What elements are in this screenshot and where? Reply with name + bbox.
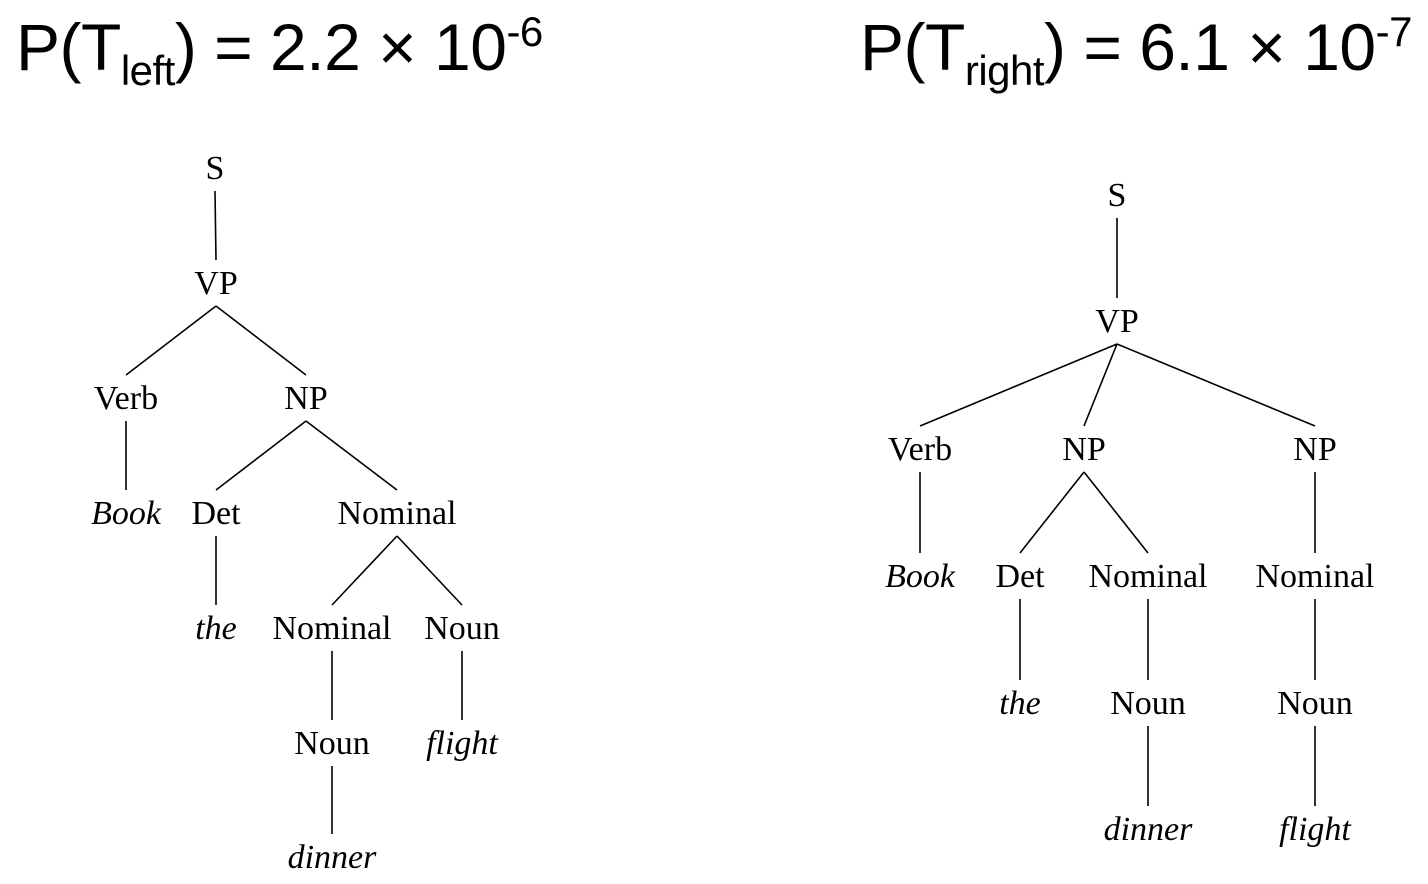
node-s: S xyxy=(206,150,225,187)
node-vp: VP xyxy=(194,265,237,302)
heading-right-exponent: -7 xyxy=(1375,8,1413,55)
node-verb: Verb xyxy=(94,380,158,417)
heading-left-subscript: left xyxy=(120,47,176,94)
node-book: Book xyxy=(885,558,956,595)
heading-right-subscript: right xyxy=(964,47,1045,94)
node-vp: VP xyxy=(1095,303,1138,340)
node-nominal: Nominal xyxy=(338,495,457,532)
edge-np-nominal xyxy=(305,420,398,491)
edge-np-det xyxy=(215,420,307,491)
edge-vp-np xyxy=(215,305,307,376)
node-noun2: Noun xyxy=(1277,685,1353,722)
edge-nominal-nominal2 xyxy=(331,535,398,606)
node-flight: flight xyxy=(426,725,499,762)
heading-right-value: ) = 6.1 × 10 xyxy=(1044,10,1376,84)
edge-nominal-noun xyxy=(396,535,463,606)
node-noun2: Noun xyxy=(294,725,370,762)
node-np: NP xyxy=(284,380,327,417)
node-noun: Noun xyxy=(424,610,500,647)
probability-heading-right: P(Tright) = 6.1 × 10-7 xyxy=(860,11,1412,92)
edge-vp-np2 xyxy=(1116,343,1316,427)
node-book: Book xyxy=(91,495,162,532)
node-det: Det xyxy=(995,558,1045,595)
heading-left-value: ) = 2.2 × 10 xyxy=(174,10,507,84)
node-dinner: dinner xyxy=(1104,811,1194,848)
node-the: the xyxy=(195,610,237,647)
node-flight: flight xyxy=(1279,811,1352,848)
heading-left-exponent: -6 xyxy=(506,8,543,55)
edge-vp-verb xyxy=(125,305,217,376)
node-np1: NP xyxy=(1062,431,1105,468)
node-noun1: Noun xyxy=(1110,685,1186,722)
node-nominal2: Nominal xyxy=(1256,558,1375,595)
node-verb: Verb xyxy=(888,431,952,468)
edge-vp-np1 xyxy=(1083,343,1118,427)
edge-vp-verb xyxy=(919,343,1118,427)
heading-left-prefix: P(T xyxy=(16,10,121,84)
node-np2: NP xyxy=(1293,431,1336,468)
edge-s-vp xyxy=(214,190,217,261)
node-dinner: dinner xyxy=(288,839,378,876)
node-det: Det xyxy=(191,495,241,532)
heading-right-prefix: P(T xyxy=(860,10,965,84)
edge-np1-nominal1 xyxy=(1083,471,1149,554)
node-the: the xyxy=(999,685,1041,722)
node-nominal2: Nominal xyxy=(273,610,392,647)
node-nominal1: Nominal xyxy=(1089,558,1208,595)
probability-heading-left: P(Tleft) = 2.2 × 10-6 xyxy=(16,11,543,92)
edge-np1-det xyxy=(1019,471,1085,554)
node-s: S xyxy=(1108,177,1127,214)
